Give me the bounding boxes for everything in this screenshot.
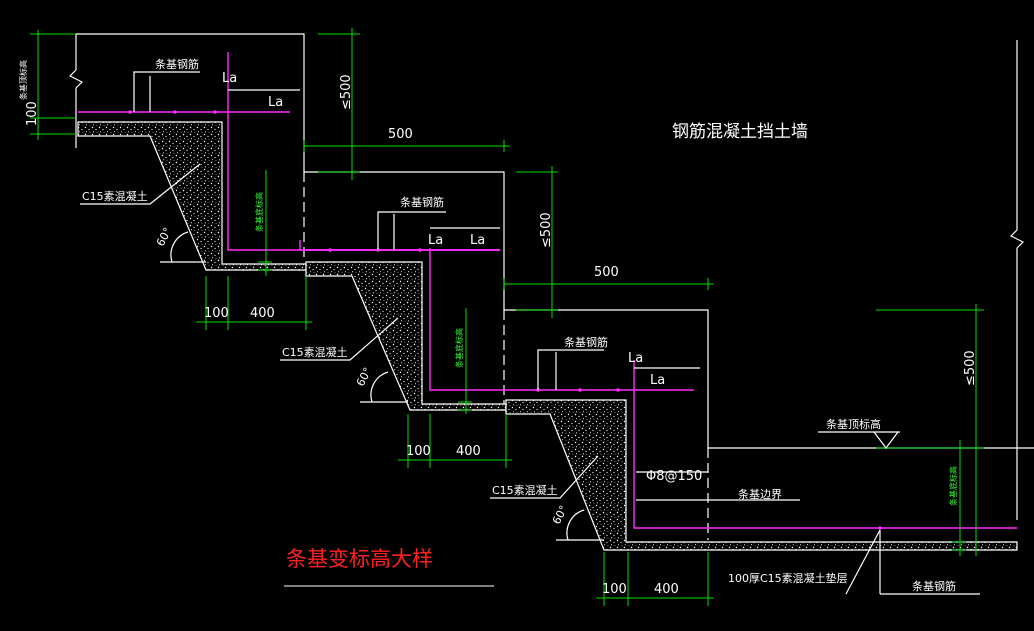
dim-400-step3: 400 <box>654 582 679 597</box>
annotations: 钢筋混凝土挡土墙 条基钢筋 La La 条基钢筋 La La 条基钢筋 La L… <box>18 57 978 597</box>
drawing-title: 条基变标高大样 <box>286 547 433 571</box>
la-label-1a: La <box>222 71 237 86</box>
la-label-2a: La <box>428 233 443 248</box>
concrete-step-3 <box>505 399 1018 551</box>
rebar-label-2: 条基钢筋 <box>400 195 444 209</box>
rebar-lines <box>78 52 1017 530</box>
wall-label: 钢筋混凝土挡土墙 <box>672 122 808 142</box>
angle-label-1: 60° <box>154 225 175 248</box>
foundation-bottom-3: 条基底标高 <box>948 466 958 506</box>
foundation-bottom-2: 条基底标高 <box>454 328 464 368</box>
dim-100-left: 100 <box>25 101 40 126</box>
rebar-label-3: 条基钢筋 <box>564 335 608 349</box>
la-label-3b: La <box>650 373 665 388</box>
dim-400-step1: 400 <box>250 306 275 321</box>
angle-label-3: 60° <box>550 503 571 526</box>
wall-outline <box>68 33 1034 540</box>
foundation-top-left: 条基顶标高 <box>18 60 28 100</box>
dimension-lines <box>30 28 984 606</box>
rebar-label-bottom: 条基钢筋 <box>912 579 956 593</box>
la-label-3a: La <box>628 351 643 366</box>
foundation-edge-label: 条基边界 <box>738 487 782 501</box>
dim-500-step2: 500 <box>594 265 619 280</box>
dim-100-step3: 100 <box>602 582 627 597</box>
dim-le500-step1: ≤500 <box>339 74 354 110</box>
la-label-1b: La <box>268 95 283 110</box>
la-label-2b: La <box>470 233 485 248</box>
dim-100-step2: 100 <box>406 444 431 459</box>
concrete-step-2 <box>305 261 507 411</box>
dim-le500-step2: ≤500 <box>539 212 554 248</box>
cushion-label: 100厚C15素混凝土垫层 <box>728 571 848 585</box>
foundation-bottom-1: 条基底标高 <box>254 192 264 232</box>
c15-label-3: C15素混凝土 <box>492 483 558 497</box>
c15-label-2: C15素混凝土 <box>282 345 348 359</box>
c15-label-1: C15素混凝土 <box>82 189 148 203</box>
dim-500-step1: 500 <box>388 127 413 142</box>
dim-400-step2: 400 <box>456 444 481 459</box>
stirrup-label: Φ8@150 <box>646 469 702 484</box>
dim-100-step1: 100 <box>204 306 229 321</box>
angle-label-2: 60° <box>354 365 375 388</box>
leader-lines <box>80 71 980 595</box>
dim-le500-right: ≤500 <box>963 350 978 386</box>
foundation-top-label: 条基顶标高 <box>826 417 881 431</box>
rebar-label-1: 条基钢筋 <box>155 57 199 71</box>
